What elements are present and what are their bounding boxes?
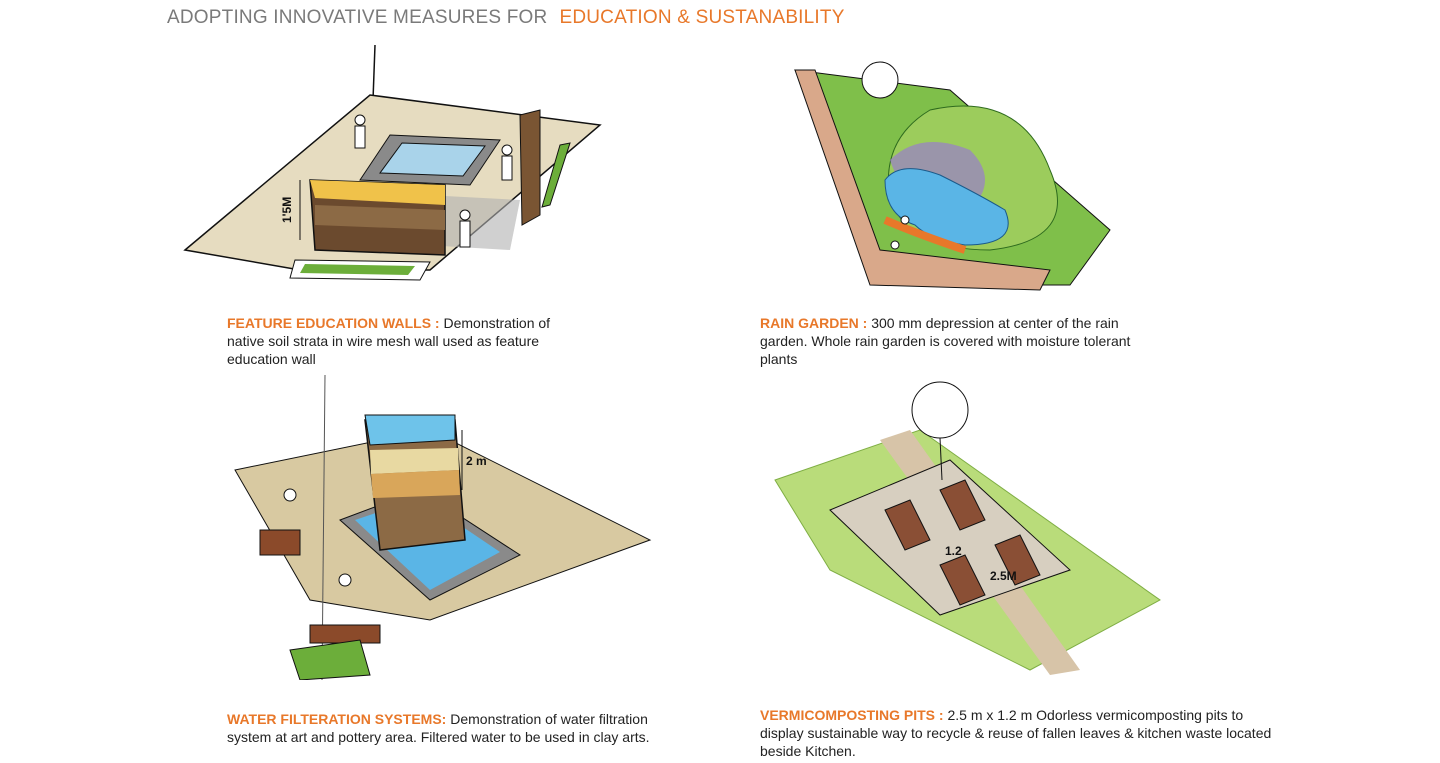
caption-text: 300 mm depression at center of the rain … <box>760 315 1131 367</box>
caption-feature-education-walls: FEATURE EDUCATION WALLS : Demonstration … <box>227 314 557 368</box>
caption-heading: RAIN GARDEN : <box>760 315 868 331</box>
vermicomposting-sketch: 1.2 2.5M <box>774 381 1161 675</box>
caption-text: 2.5 m x 1.2 m Odorless vermicomposting p… <box>760 707 1272 759</box>
caption-text: Demonstration of water filtration system… <box>227 711 650 745</box>
caption-vermicomposting: VERMICOMPOSTING PITS : 2.5 m x 1.2 m Odo… <box>760 706 1280 760</box>
water-filtration-sketch: 2 m <box>234 374 652 680</box>
caption-heading: WATER FILTERATION SYSTEMS: <box>227 711 447 727</box>
tower-height-label: 2 m <box>466 454 487 468</box>
pit-length-label: 2.5M <box>990 569 1017 583</box>
caption-rain-garden: RAIN GARDEN : 300 mm depression at cente… <box>760 314 1160 368</box>
caption-heading: FEATURE EDUCATION WALLS : <box>227 315 440 331</box>
feature-education-wall-sketch: 1'5M <box>183 44 602 281</box>
caption-heading: VERMICOMPOSTING PITS : <box>760 707 944 723</box>
wall-height-label: 1'5M <box>280 197 294 223</box>
caption-water-filtration: WATER FILTERATION SYSTEMS: Demonstration… <box>227 710 667 746</box>
rain-garden-sketch <box>794 61 1111 291</box>
title-accent: EDUCATION & SUSTANABILITY <box>559 7 845 28</box>
pit-width-label: 1.2 <box>945 544 962 558</box>
caption-text: Demonstration of native soil strata in w… <box>227 315 551 367</box>
page-title: ADOPTING INNOVATIVE MEASURES FOR EDUCATIO… <box>167 7 845 29</box>
title-prefix: ADOPTING INNOVATIVE MEASURES FOR <box>167 7 548 28</box>
